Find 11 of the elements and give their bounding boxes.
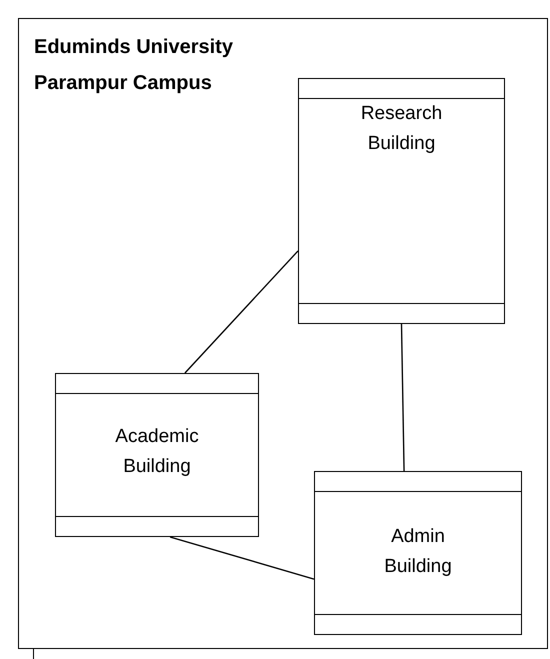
connector-line — [400, 324, 405, 472]
building-name: Research Building — [360, 102, 444, 156]
campus-title: Eduminds University Parampur Campus — [34, 35, 234, 96]
building-name: Admin Building — [383, 525, 453, 579]
connector-line — [170, 536, 314, 580]
building-name: Academic Building — [114, 425, 200, 479]
building-box — [55, 373, 259, 537]
campus-frame — [18, 18, 548, 649]
building-box — [298, 78, 505, 324]
connector-line — [184, 250, 298, 374]
building-box — [314, 471, 522, 635]
